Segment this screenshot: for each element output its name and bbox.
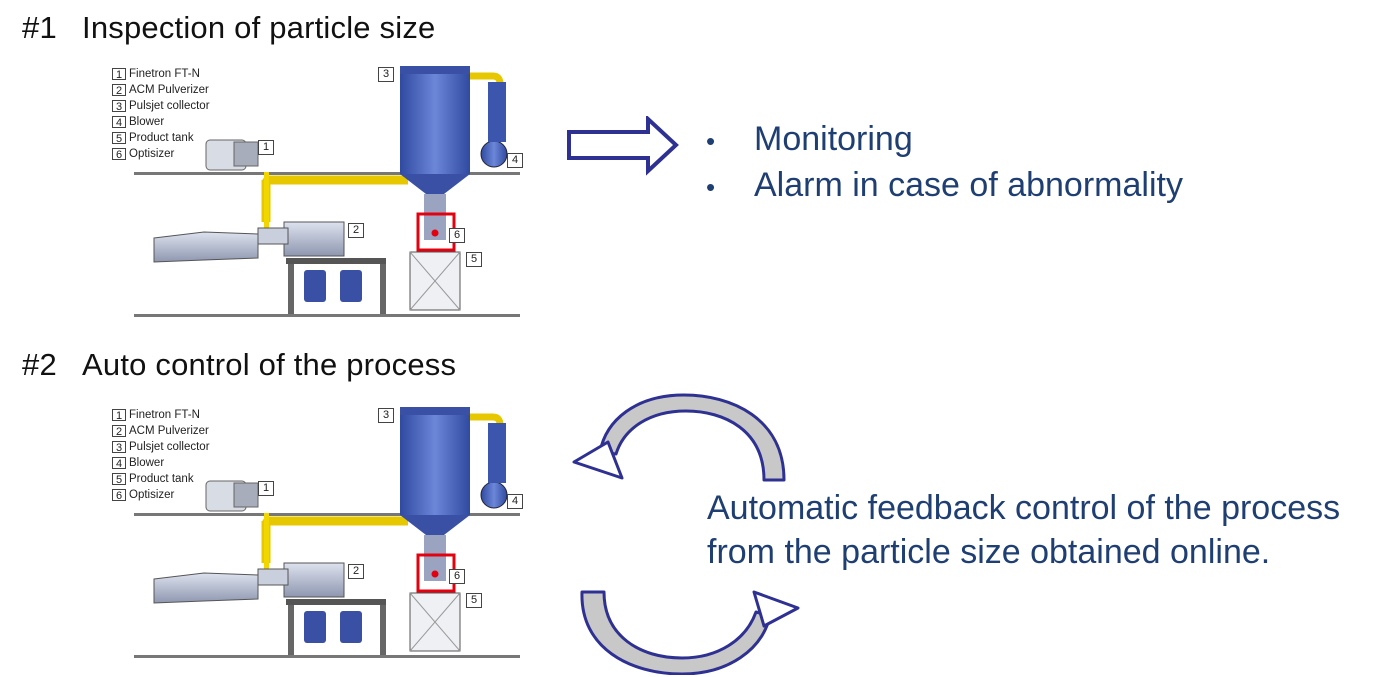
- legend-index: 1: [112, 409, 126, 422]
- bullet-alarm: • Alarm in case of abnormality: [706, 162, 1183, 208]
- plant-schematic-1: [134, 66, 520, 317]
- legend-index: 6: [112, 489, 126, 502]
- bullet-text: Monitoring: [754, 120, 913, 158]
- callout-pulverizer: 2: [348, 223, 364, 238]
- callout-product-tank: 5: [466, 252, 482, 267]
- legend-index: 4: [112, 116, 126, 129]
- legend-label: Pulsjet collector: [129, 441, 210, 453]
- legend-label: Optisizer: [129, 489, 175, 501]
- section-2-number: #2: [22, 347, 57, 382]
- legend-index: 2: [112, 425, 126, 438]
- callout-pulverizer: 2: [348, 564, 364, 579]
- callout-optisizer: 6: [449, 569, 465, 584]
- legend-label: Blower: [129, 116, 165, 128]
- callout-blower: 4: [507, 494, 523, 509]
- bullet-dot-icon: •: [706, 126, 716, 156]
- bullet-list: • Monitoring • Alarm in case of abnormalit…: [706, 116, 1183, 208]
- callout-product-tank: 5: [466, 593, 482, 608]
- section-1-heading: #1 Inspection of particle size: [22, 10, 435, 46]
- plant-schematic-2: [134, 407, 520, 658]
- legend-label: Blower: [129, 457, 165, 469]
- legend-label: Product tank: [129, 132, 194, 144]
- bullet-text: Alarm in case of abnormality: [754, 166, 1183, 204]
- legend-index: 5: [112, 473, 126, 486]
- legend-label: Finetron FT-N: [129, 68, 200, 80]
- legend-index: 6: [112, 148, 126, 161]
- section-1-number: #1: [22, 10, 57, 45]
- feedback-control-text: Automatic feedback control of the proces…: [707, 489, 1341, 571]
- bullet-monitoring: • Monitoring: [706, 116, 1183, 162]
- legend-index: 3: [112, 441, 126, 454]
- callout-finetron: 1: [258, 481, 274, 496]
- legend-index: 1: [112, 68, 126, 81]
- cycle-arrows-icon: [572, 393, 800, 675]
- legend-label: ACM Pulverizer: [129, 425, 209, 437]
- callout-collector: 3: [378, 67, 394, 82]
- legend-label: Finetron FT-N: [129, 409, 200, 421]
- legend-index: 3: [112, 100, 126, 113]
- callout-finetron: 1: [258, 140, 274, 155]
- callout-collector: 3: [378, 408, 394, 423]
- callout-blower: 4: [507, 153, 523, 168]
- callout-optisizer: 6: [449, 228, 465, 243]
- right-arrow-icon: [567, 116, 679, 176]
- legend-label: Product tank: [129, 473, 194, 485]
- legend-index: 4: [112, 457, 126, 470]
- legend-label: Optisizer: [129, 148, 175, 160]
- legend-index: 5: [112, 132, 126, 145]
- bullet-dot-icon: •: [706, 172, 716, 202]
- section-2-heading: #2 Auto control of the process: [22, 347, 456, 383]
- legend-label: Pulsjet collector: [129, 100, 210, 112]
- section-1-title: Inspection of particle size: [82, 10, 436, 45]
- legend-label: ACM Pulverizer: [129, 84, 209, 96]
- legend-index: 2: [112, 84, 126, 97]
- section-2-title: Auto control of the process: [82, 347, 457, 382]
